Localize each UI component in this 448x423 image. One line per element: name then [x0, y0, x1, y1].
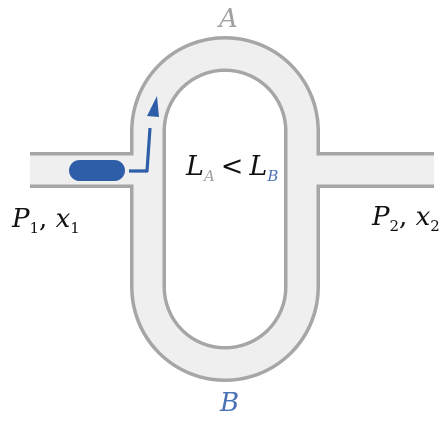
arrow-head-icon	[147, 96, 159, 117]
loop-island	[166, 72, 284, 346]
branch-a-letter: A	[219, 4, 238, 34]
outlet-pressure-var: P	[372, 202, 390, 232]
inlet-condition-label: P1, x1	[12, 206, 80, 236]
inlet-position-sub: 1	[70, 219, 80, 237]
outlet-pressure-sub: 2	[389, 217, 400, 235]
branch-b-label: B	[220, 390, 239, 416]
length-b-var: L	[249, 151, 268, 182]
length-b-sub: B	[267, 167, 279, 185]
droplet-path-arrow	[129, 127, 152, 173]
less-than-operator: <	[220, 151, 244, 182]
length-inequality: LA<LB	[186, 153, 278, 184]
length-a-var: L	[186, 151, 204, 182]
branch-b-letter: B	[220, 388, 240, 418]
inlet-position-var: x	[55, 204, 71, 234]
inlet-pressure-sub: 1	[29, 219, 40, 237]
branch-a-label: A	[219, 6, 238, 32]
outlet-separator: ,	[399, 202, 416, 232]
inlet-pressure-var: P	[12, 204, 30, 234]
outlet-position-sub: 2	[430, 217, 440, 235]
loop-channel	[133, 39, 317, 379]
outlet-condition-label: P2, x2	[372, 204, 440, 234]
droplet	[69, 160, 125, 181]
inlet-separator: ,	[39, 204, 56, 234]
outlet-position-var: x	[415, 202, 431, 232]
length-a-sub: A	[203, 167, 215, 185]
